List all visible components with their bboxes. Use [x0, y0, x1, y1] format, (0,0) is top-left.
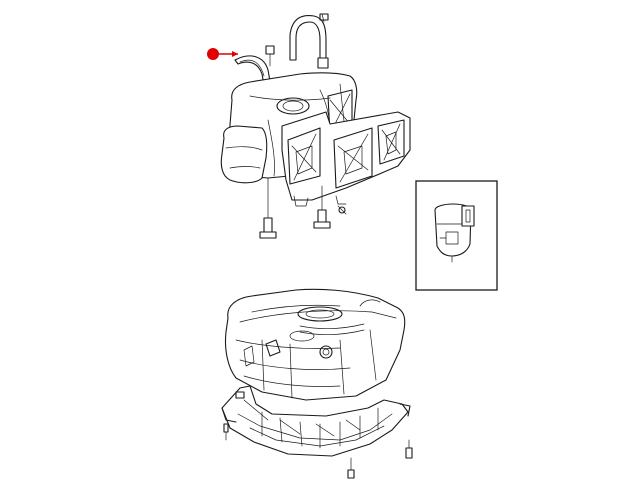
- strap-bolt-lower-left: [259, 177, 277, 239]
- lower-fuel-tank: [224, 288, 406, 401]
- strap-bolt-top: [265, 45, 275, 67]
- upper-tank-strap-assembly: [220, 13, 411, 239]
- fuel-pump-module-icon: [434, 203, 475, 263]
- strap-bolt-lower-right: [313, 185, 331, 229]
- heat-shield: [281, 111, 411, 207]
- skid-plate: [221, 385, 413, 479]
- strap-bolt-top-right: [319, 13, 329, 21]
- nut: [337, 205, 347, 215]
- detail-box: [415, 180, 498, 291]
- callout-marker[interactable]: [207, 48, 238, 60]
- tank-strap-right[interactable]: [289, 13, 329, 69]
